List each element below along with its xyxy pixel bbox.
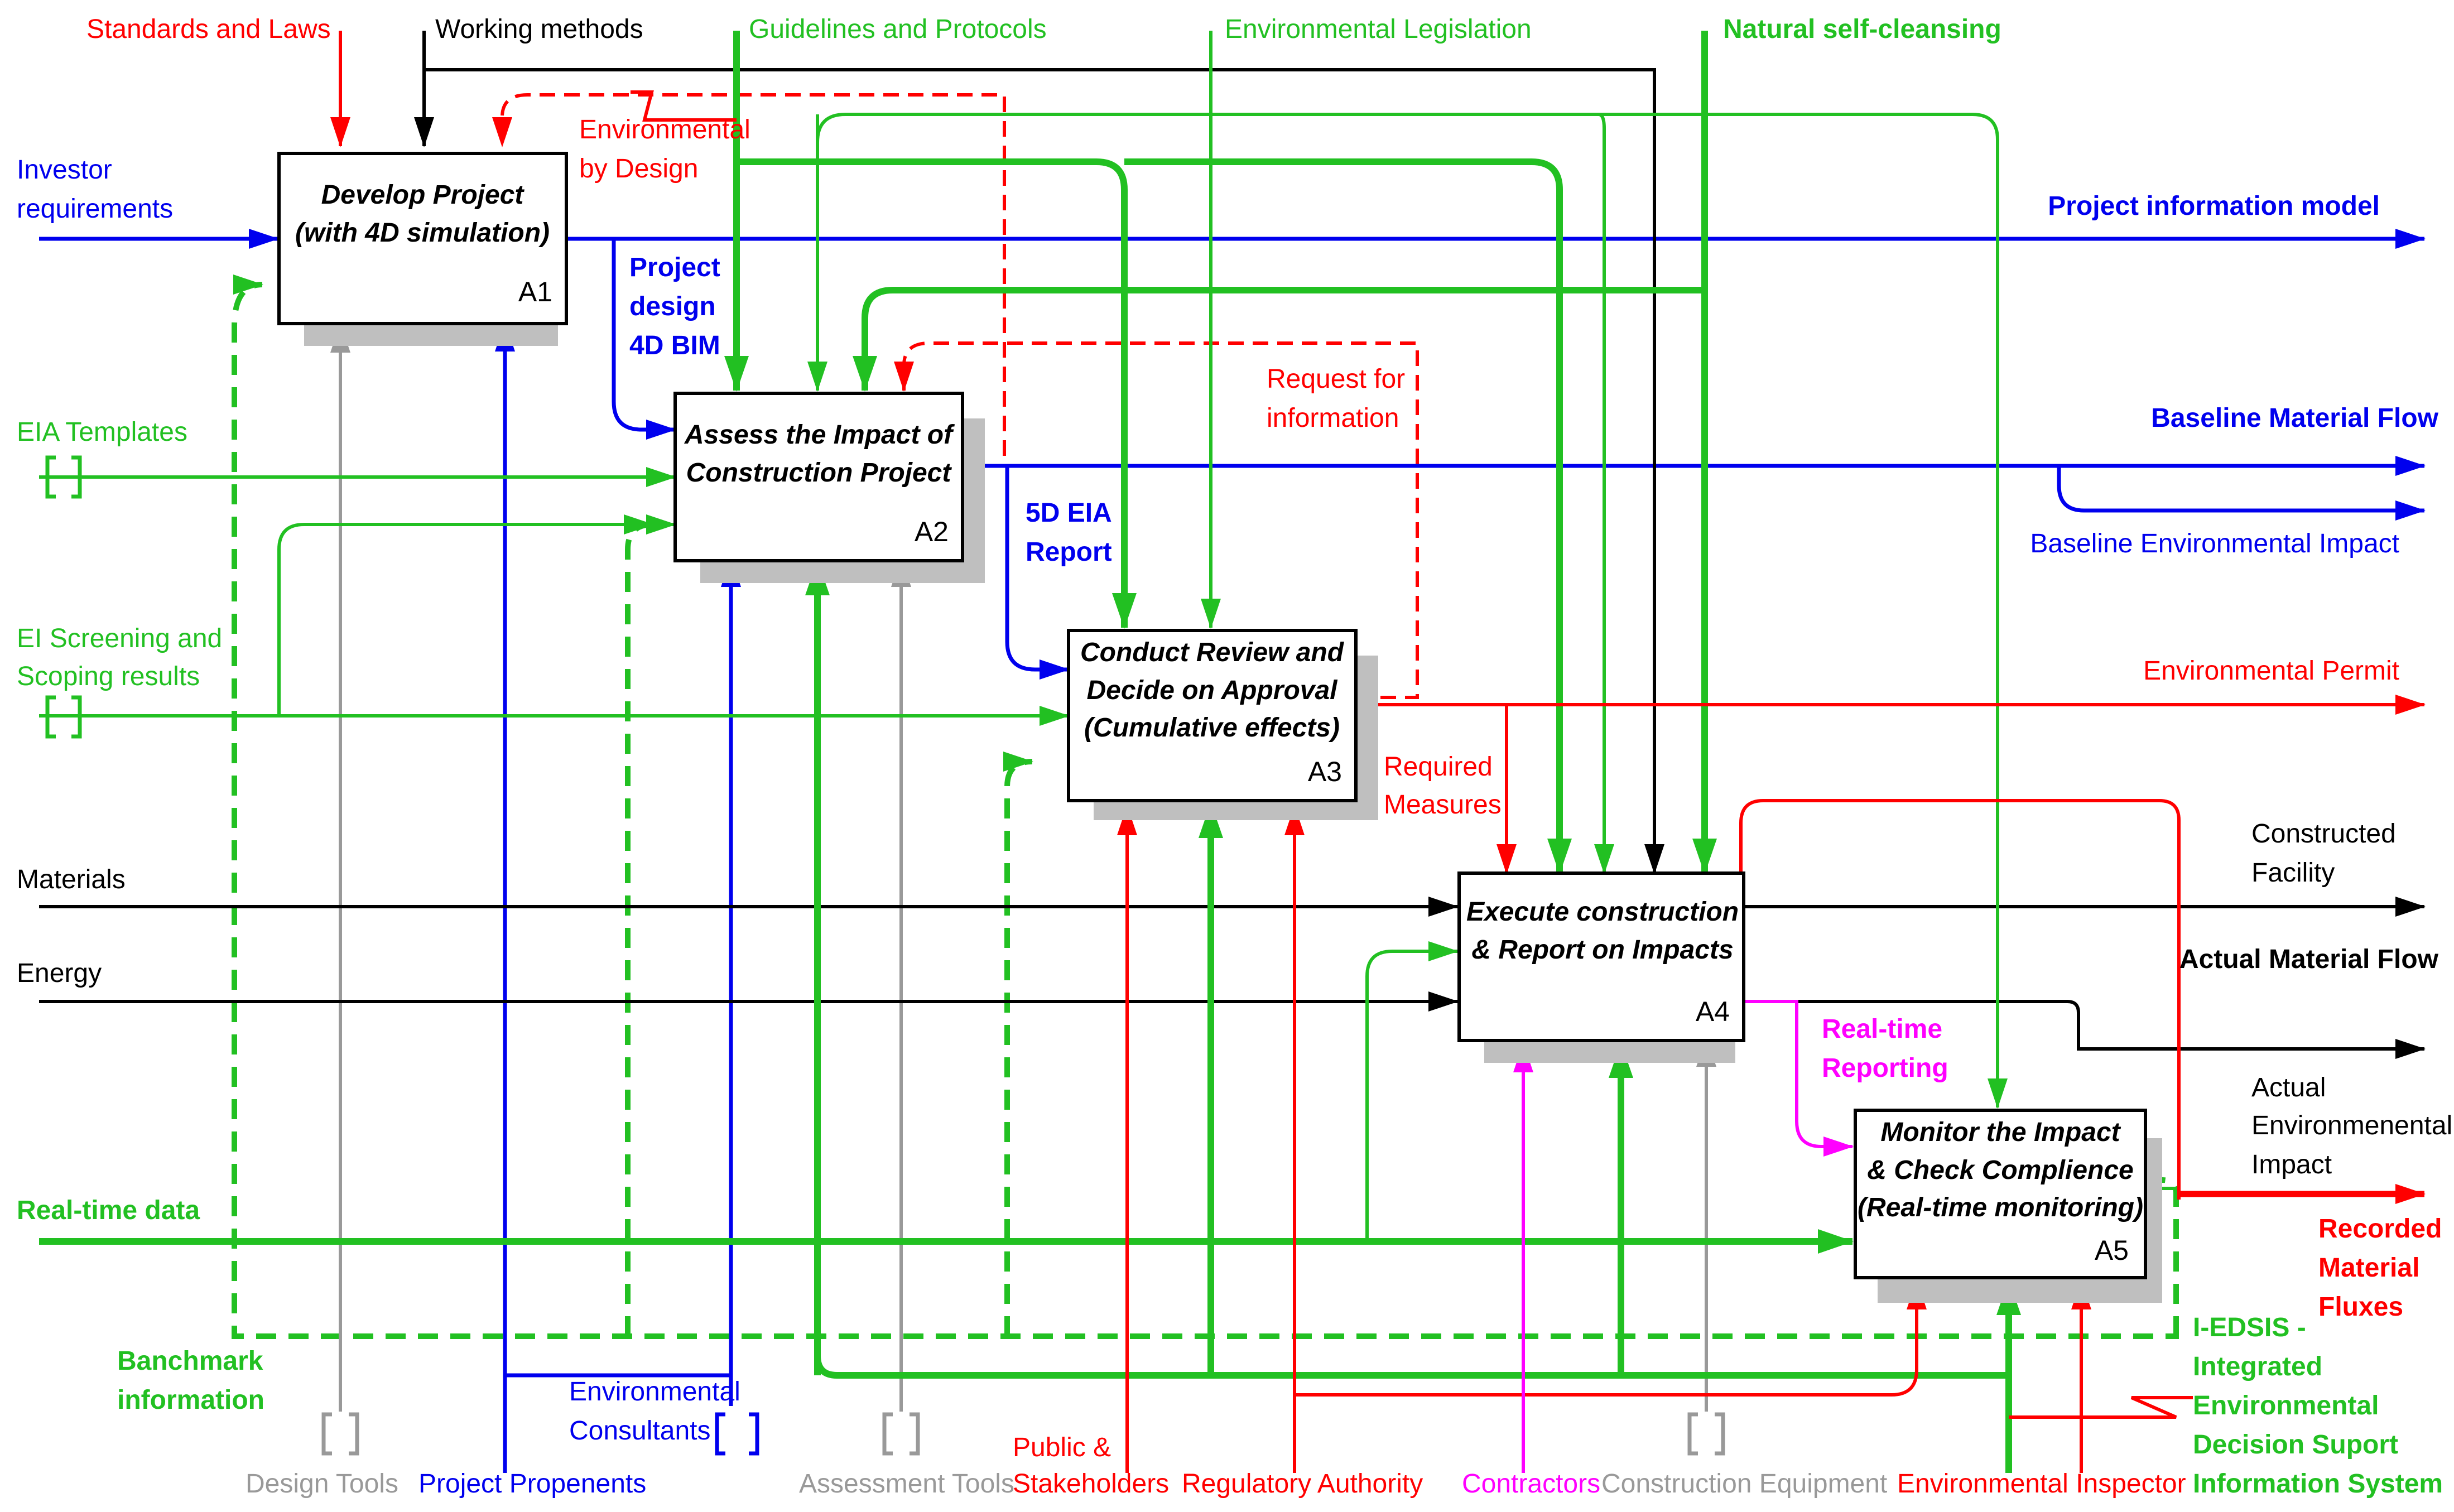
gray-mechanisms [330, 322, 1716, 1412]
label-iedsis-3: Environmental [2193, 1391, 2379, 1420]
label-consultants-2: Consultants [569, 1416, 710, 1446]
label-actual-flow: Actual Material Flow [2179, 945, 2439, 974]
label-actual-impact-2: Environmenental [2251, 1111, 2452, 1140]
magenta-flows [1513, 1000, 1854, 1473]
label-public-2: Stakeholders [1013, 1469, 1169, 1499]
box-a3[interactable]: Conduct Review and Decide on Approval (C… [1067, 629, 1378, 820]
label-proponents: Project Propenents [418, 1469, 646, 1499]
blue-flows [39, 229, 2426, 1473]
box-a4-title-line1: Execute construction [1466, 897, 1739, 927]
green-thick-flows [39, 31, 2021, 1473]
label-iedsis-1: I-EDSIS - [2193, 1313, 2306, 1342]
box-a3-title-line1: Conduct Review and [1080, 638, 1345, 667]
label-constructed-1: Constructed [2251, 819, 2396, 849]
label-contractors: Contractors [1462, 1469, 1600, 1499]
label-required-1: Required [1384, 752, 1493, 782]
label-request-2: information [1267, 403, 1399, 433]
label-project-design-3: 4D BIM [629, 331, 720, 360]
box-a1-id: A1 [518, 276, 552, 307]
box-a2-title-line1: Assess the Impact of [684, 420, 955, 450]
red-dashed-loops [492, 93, 1419, 699]
label-recorded-1: Recorded [2318, 1214, 2442, 1244]
label-realtime-rep-1: Real-time [1822, 1014, 1942, 1044]
label-standards: Standards and Laws [86, 15, 331, 44]
label-energy: Energy [17, 959, 102, 988]
box-a3-title-line3: (Cumulative effects) [1084, 713, 1340, 743]
label-investor-2: requirements [17, 194, 173, 224]
red-flows [330, 31, 2426, 1473]
label-request-1: Request for [1267, 364, 1405, 394]
label-inspector: Environmental Inspector [1897, 1469, 2186, 1499]
label-self-cleansing: Natural self-cleansing [1723, 15, 2001, 44]
box-a2[interactable]: Assess the Impact of Construction Projec… [673, 392, 985, 583]
box-a3-title-line2: Decide on Approval [1087, 676, 1339, 705]
label-pim: Project information model [2048, 191, 2380, 221]
label-benchmark-2: information [117, 1385, 264, 1415]
box-a4-id: A4 [1696, 996, 1730, 1027]
label-guidelines: Guidelines and Protocols [749, 15, 1047, 44]
label-eia-report-1: 5D EIA [1026, 498, 1112, 528]
label-iedsis-2: Integrated [2193, 1352, 2322, 1381]
label-realtime-data: Real-time data [17, 1196, 200, 1225]
green-thin-flows [39, 31, 2176, 1241]
label-permit: Environmental Permit [2143, 656, 2399, 686]
label-materials: Materials [17, 865, 126, 894]
label-baseline-impact: Baseline Environmental Impact [2030, 529, 2399, 558]
label-required-2: Measures [1384, 790, 1502, 820]
label-construction-eq: Construction Equipment [1601, 1469, 1887, 1499]
box-a1-title-line2: (with 4D simulation) [295, 218, 550, 248]
label-benchmark-1: Banchmark [117, 1346, 263, 1376]
label-recorded-2: Material [2318, 1253, 2419, 1283]
label-baseline-flow: Baseline Material Flow [2151, 403, 2438, 433]
label-env-by-design-2: by Design [579, 154, 698, 184]
box-a4-title-line2: & Report on Impacts [1471, 935, 1733, 965]
label-consultants-1: Environmental [569, 1377, 740, 1407]
label-actual-impact-3: Impact [2251, 1150, 2332, 1179]
black-flows [39, 31, 2426, 1059]
label-working-methods: Working methods [435, 15, 643, 44]
label-assessment-tools: Assessment Tools [799, 1469, 1014, 1499]
box-a4[interactable]: Execute construction & Report on Impacts… [1457, 871, 1745, 1063]
label-design-tools: Design Tools [246, 1469, 398, 1499]
label-iedsis-5: Information System [2193, 1469, 2443, 1499]
label-ei-screening-1: EI Screening and [17, 624, 222, 653]
label-env-by-design-1: Environmental [579, 115, 750, 145]
box-a2-title-line2: Construction Project [686, 458, 952, 488]
label-ei-screening-2: Scoping results [17, 662, 200, 691]
label-eia-report-2: Report [1026, 537, 1112, 567]
label-env-legislation: Environmental Legislation [1225, 15, 1532, 44]
label-investor-1: Investor [17, 155, 112, 185]
box-a1-title-line1: Develop Project [321, 180, 525, 210]
box-a5-id: A5 [2095, 1235, 2129, 1266]
label-actual-impact-1: Actual [2251, 1073, 2326, 1102]
label-public-1: Public & [1013, 1433, 1111, 1462]
box-a5-title-line1: Monitor the Impact [1880, 1118, 2121, 1147]
label-realtime-rep-2: Reporting [1822, 1053, 1948, 1083]
box-a3-id: A3 [1308, 756, 1342, 787]
box-a5[interactable]: Monitor the Impact & Check Complience (R… [1854, 1109, 2162, 1303]
box-a5-title-line2: & Check Complience [1867, 1155, 2133, 1185]
label-recorded-3: Fluxes [2318, 1292, 2403, 1322]
label-iedsis-4: Decision Suport [2193, 1430, 2398, 1460]
label-eia-templates: EIA Templates [17, 417, 187, 447]
box-a2-id: A2 [915, 516, 949, 547]
label-project-design-2: design [629, 292, 716, 321]
label-constructed-2: Facility [2251, 858, 2335, 888]
label-project-design-1: Project [629, 253, 720, 282]
box-a5-title-line3: (Real-time monitoring) [1858, 1193, 2143, 1222]
box-a1[interactable]: Develop Project (with 4D simulation) A1 [277, 152, 568, 346]
label-regulatory: Regulatory Authority [1182, 1469, 1423, 1499]
